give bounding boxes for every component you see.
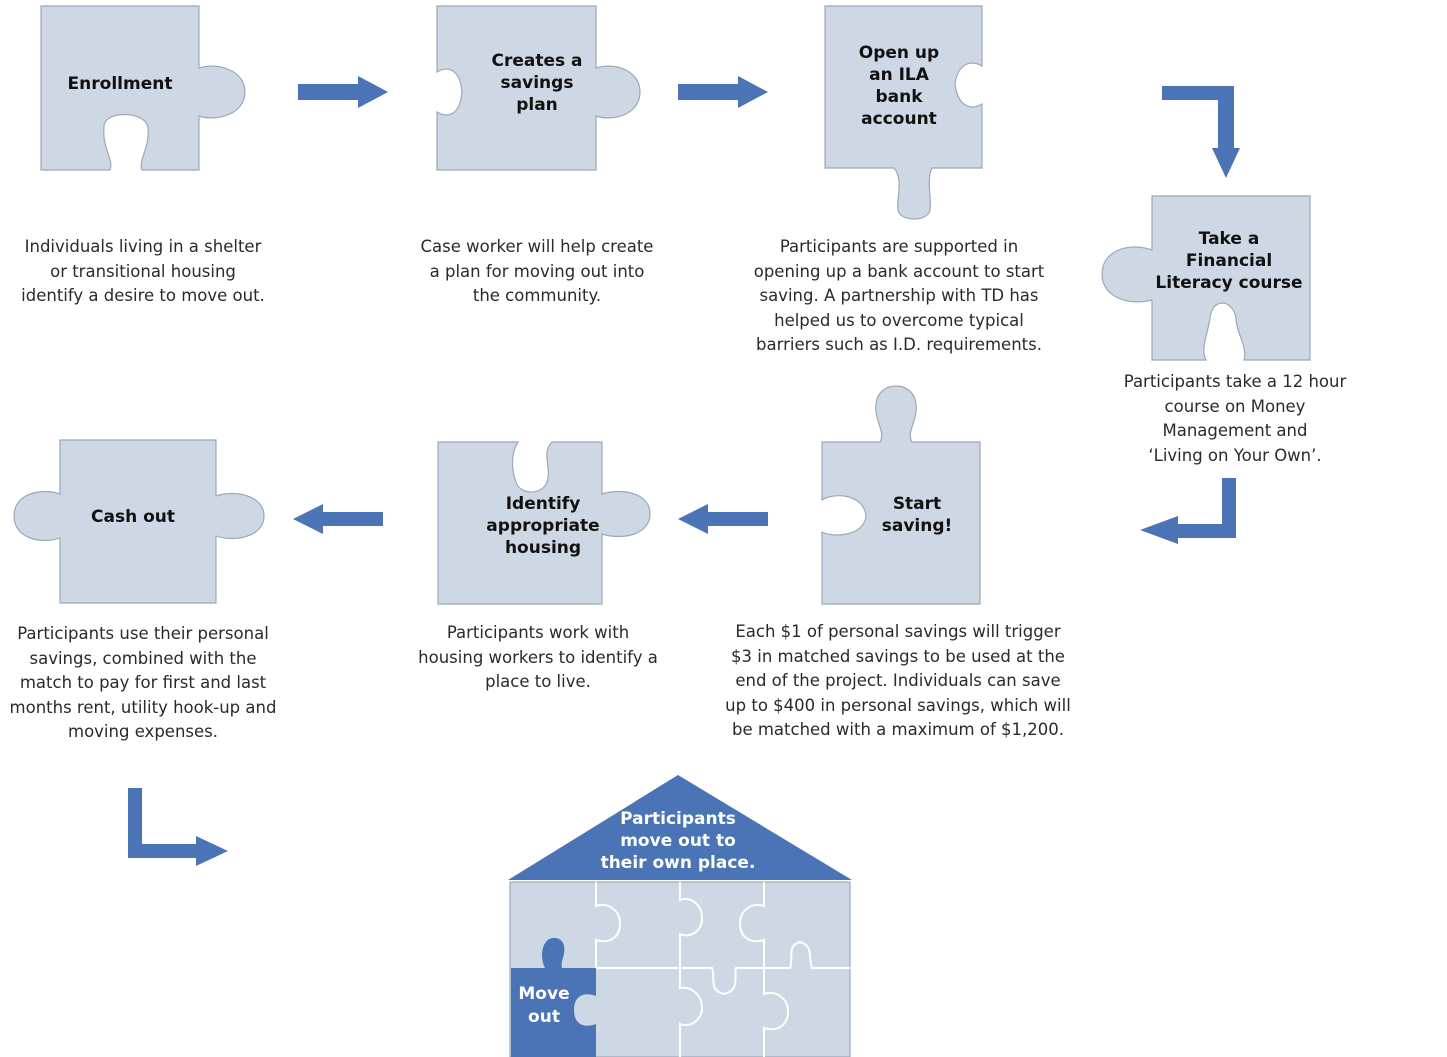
arrow-course-to-saving xyxy=(1140,478,1236,544)
cash-out-puzzle-piece xyxy=(13,439,265,604)
arrow-housing-to-cashout xyxy=(293,504,383,534)
step-identify-housing-description: Participants work with housing workers t… xyxy=(418,623,658,691)
move-out-puzzle-piece xyxy=(511,937,596,1057)
enrollment-puzzle-piece xyxy=(40,5,246,171)
start-saving-puzzle-piece xyxy=(821,385,981,605)
step-savings-plan-title: Creates a savings plan xyxy=(491,51,583,115)
step-savings-plan-description: Case worker will help create a plan for … xyxy=(420,237,654,305)
arrow-enrollment-to-plan xyxy=(298,76,388,108)
step-cash-out-description: Participants use their personal savings,… xyxy=(9,624,277,741)
step-start-saving-title: Start saving! xyxy=(881,494,953,536)
step-financial-literacy-title: Take a Financial Literacy course xyxy=(1155,229,1303,293)
house xyxy=(508,775,852,1057)
arrow-plan-to-bank xyxy=(678,76,768,108)
step-start-saving-description: Each $1 of personal savings will trigger… xyxy=(725,622,1071,739)
house-roof-label: Participants move out to their own place… xyxy=(600,809,756,873)
step-identify-housing-title: Identify appropriate housing xyxy=(486,494,600,558)
step-enrollment-title: Enrollment xyxy=(67,74,173,94)
house-puzzle-seams xyxy=(595,882,850,1057)
arrow-bank-to-course xyxy=(1162,86,1240,178)
savings-plan-puzzle-piece xyxy=(436,5,641,171)
move-out-label: Move out xyxy=(518,984,570,1027)
house-roof xyxy=(508,775,852,880)
step-bank-account-description: Participants are supported in opening up… xyxy=(753,237,1045,354)
step-enrollment-description: Individuals living in a shelter or trans… xyxy=(21,237,265,305)
financial-literacy-puzzle-piece xyxy=(1101,195,1311,361)
step-bank-account-title: Open up an ILA bank account xyxy=(858,43,940,129)
step-cash-out-title: Cash out xyxy=(91,507,175,527)
step-financial-literacy-description: Participants take a 12 hour course on Mo… xyxy=(1123,372,1347,465)
bank-account-puzzle-piece xyxy=(824,5,983,220)
identify-housing-puzzle-piece xyxy=(437,441,651,605)
arrow-saving-to-housing xyxy=(678,504,768,534)
arrow-cashout-to-house xyxy=(128,788,228,866)
